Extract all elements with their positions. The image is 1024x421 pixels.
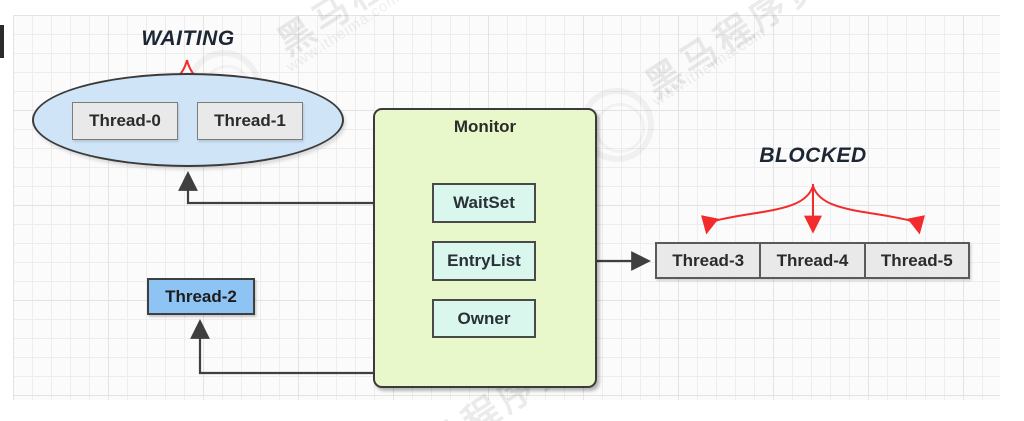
owner-field: Owner: [432, 299, 536, 338]
blocked-label: BLOCKED: [759, 144, 867, 167]
waitset-field: WaitSet: [432, 183, 536, 223]
thread-0-box: Thread-0: [72, 102, 178, 140]
waiting-label: WAITING: [141, 27, 235, 50]
monitor-title: Monitor: [453, 117, 517, 136]
thread-2-box: Thread-2: [147, 278, 255, 315]
thread-3-cell: Thread-3: [672, 250, 745, 270]
entrylist-field: EntryList: [432, 241, 536, 281]
left-edge-mark: [0, 25, 4, 58]
thread-4-cell: Thread-4: [759, 244, 863, 277]
thread-5-cell: Thread-5: [863, 244, 968, 277]
blocked-thread-row: Thread-3 Thread-4 Thread-5: [655, 242, 970, 279]
thread-1-box: Thread-1: [197, 102, 303, 140]
